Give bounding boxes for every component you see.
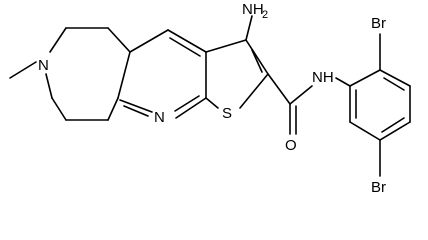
bond (289, 85, 313, 105)
bond (175, 97, 207, 119)
bond (205, 97, 219, 109)
bond (239, 73, 269, 109)
atom-n-methyl: N (38, 57, 49, 74)
bond-double (174, 95, 200, 112)
bond (379, 69, 411, 87)
bond (167, 29, 207, 53)
atom-s-thiophene: S (222, 105, 232, 122)
bond-double (251, 49, 263, 73)
bond-methyl (9, 61, 37, 79)
bond (45, 73, 53, 99)
bond (245, 39, 269, 75)
atom-nh2: NH (242, 1, 264, 18)
bond-double (381, 117, 405, 133)
bond-double (123, 105, 149, 117)
bond (379, 121, 411, 141)
bond (51, 97, 67, 121)
atom-br-top: Br (371, 15, 386, 32)
atom-n-pyridine: N (154, 109, 165, 126)
bond (119, 99, 153, 113)
bond (245, 15, 253, 41)
bond (205, 39, 247, 53)
bond (107, 27, 131, 53)
bond-double (169, 37, 201, 57)
bonds (9, 15, 411, 177)
bond (349, 69, 381, 87)
bond (117, 51, 131, 99)
molecule-diagram: N N S NH 2 NH O Br Br (9, 1, 411, 196)
structure-canvas: N N S NH 2 NH O Br Br (9, 1, 411, 196)
atom-nh-amide: NH (312, 69, 334, 86)
atom-br-bottom: Br (371, 179, 386, 196)
atom-o-carbonyl: O (285, 137, 297, 154)
bond-double (383, 77, 405, 91)
bond (107, 97, 119, 121)
bond (349, 121, 381, 141)
atom-labels: N N S NH 2 NH O Br Br (38, 1, 386, 196)
bond (335, 77, 351, 87)
atom-nh2-subscript: 2 (262, 9, 268, 21)
bond (267, 73, 291, 105)
bond (49, 27, 67, 53)
bond (129, 29, 169, 53)
